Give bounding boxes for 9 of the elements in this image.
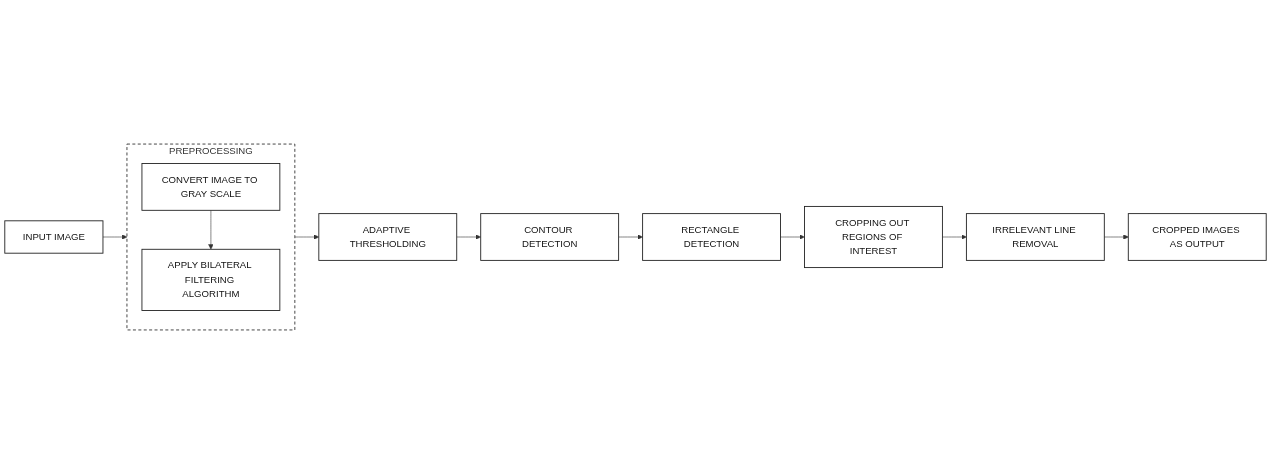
node-box: ADAPTIVE THRESHOLDING — [318, 213, 458, 261]
node-box: CONVERT IMAGE TO GRAY SCALE — [141, 163, 281, 211]
node-box: INPUT IMAGE — [4, 220, 104, 254]
node-box: IRRELEVANT LINE REMOVAL — [965, 213, 1105, 261]
node-box: CROPPED IMAGES AS OUTPUT — [1127, 213, 1267, 261]
node-box: APPLY BILATERAL FILTERING ALGORITHM — [141, 248, 281, 311]
node-box: CROPPING OUT REGIONS OF INTEREST — [804, 205, 943, 269]
node-box: RECTANGLE DETECTION — [642, 213, 781, 261]
node-box: CONTOUR DETECTION — [480, 213, 620, 261]
